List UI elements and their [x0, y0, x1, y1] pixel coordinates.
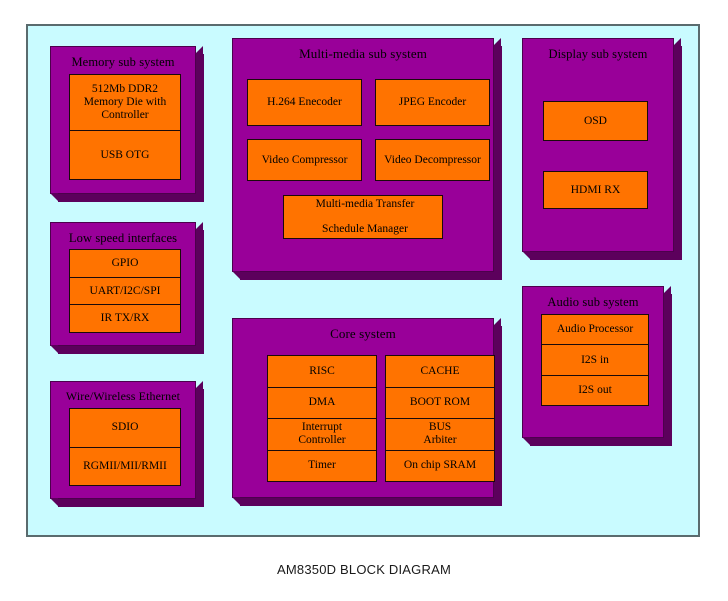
- block-gpio: GPIO: [70, 250, 180, 278]
- low-speed-block-stack: GPIO UART/I2C/SPI IR TX/RX: [69, 249, 181, 333]
- block-bus-arbiter: BUS Arbiter: [386, 419, 494, 451]
- subsystem-low-speed-title: Low speed interfaces: [68, 231, 178, 245]
- subsystem-display-title: Display sub system: [548, 47, 648, 61]
- subsystem-core: Core system RISC DMA Interrupt Controlle…: [232, 318, 501, 505]
- block-line: Arbiter: [423, 434, 457, 447]
- block-line: 512Mb DDR2: [91, 83, 159, 96]
- block-512mb-ddr2: 512Mb DDR2 Memory Die with Controller: [70, 75, 180, 132]
- subsystem-wire-wireless-ethernet: Wire/Wireless Ethernet SDIO RGMII/MII/RM…: [50, 381, 203, 506]
- block-multimedia-transfer-schedule-manager: Multi-media Transfer Schedule Manager: [283, 195, 443, 239]
- block-sdio: SDIO: [70, 409, 180, 448]
- audio-block-stack: Audio Processor I2S in I2S out: [541, 314, 649, 406]
- block-video-decompressor: Video Decompressor: [375, 139, 490, 181]
- subsystem-multimedia: Multi-media sub system H.264 Enecoder JP…: [232, 38, 501, 279]
- block-timer: Timer: [308, 459, 336, 472]
- block-jpeg-encoder: JPEG Encoder: [375, 79, 490, 126]
- block-line: JPEG Encoder: [398, 96, 467, 109]
- core-column-left: RISC DMA Interrupt Controller Timer: [267, 355, 377, 482]
- block-i2s-in: I2S in: [542, 345, 648, 376]
- block-on-chip-sram: On chip SRAM: [403, 459, 477, 472]
- block-line: Video Compressor: [261, 153, 348, 166]
- subsystem-multimedia-title: Multi-media sub system: [299, 46, 427, 61]
- block-i2s-out: I2S out: [578, 383, 612, 396]
- subsystem-audio-title: Audio sub system: [547, 295, 639, 309]
- diagram-caption: AM8350D BLOCK DIAGRAM: [277, 562, 451, 577]
- block-osd: OSD: [543, 101, 648, 141]
- block-rgmii-mii-rmii: RGMII/MII/RMII: [83, 459, 167, 472]
- subsystem-low-speed-interfaces: Low speed interfaces GPIO UART/I2C/SPI I…: [50, 222, 203, 353]
- block-line: Schedule Manager: [322, 223, 408, 236]
- block-cache: CACHE: [386, 356, 494, 388]
- block-video-compressor: Video Compressor: [247, 139, 362, 181]
- subsystem-display: Display sub system OSD HDMI RX: [522, 38, 681, 259]
- subsystem-ethernet-title: Wire/Wireless Ethernet: [65, 389, 181, 403]
- block-uart-i2c-spi: UART/I2C/SPI: [70, 278, 180, 306]
- ethernet-block-stack: SDIO RGMII/MII/RMII: [69, 408, 181, 486]
- block-line: Multi-media Transfer: [315, 197, 415, 210]
- block-interrupt-controller: Interrupt Controller: [268, 419, 376, 451]
- block-line: HDMI RX: [570, 183, 621, 196]
- block-risc: RISC: [268, 356, 376, 388]
- subsystem-memory-title: Memory sub system: [71, 55, 175, 69]
- block-dma: DMA: [268, 388, 376, 419]
- subsystem-audio: Audio sub system Audio Processor I2S in …: [522, 286, 671, 445]
- subsystem-core-title: Core system: [330, 326, 396, 341]
- subsystem-memory: Memory sub system 512Mb DDR2 Memory Die …: [50, 46, 203, 201]
- block-line: OSD: [583, 114, 607, 127]
- block-hdmi-rx: HDMI RX: [543, 171, 648, 209]
- block-line: Interrupt: [301, 421, 343, 434]
- block-ir-tx-rx: IR TX/RX: [100, 312, 150, 325]
- block-line: Memory Die with: [83, 96, 167, 109]
- block-boot-rom: BOOT ROM: [386, 388, 494, 419]
- block-line: BUS: [428, 421, 452, 434]
- block-line: H.264 Enecoder: [267, 96, 342, 109]
- core-column-right: CACHE BOOT ROM BUS Arbiter On chip SRAM: [385, 355, 495, 482]
- block-audio-processor: Audio Processor: [542, 315, 648, 346]
- block-line: Controller: [101, 108, 149, 121]
- memory-block-stack: 512Mb DDR2 Memory Die with Controller US…: [69, 74, 181, 180]
- diagram-canvas: Memory sub system 512Mb DDR2 Memory Die …: [26, 24, 700, 537]
- block-h264-encoder: H.264 Enecoder: [247, 79, 362, 126]
- block-usb-otg: USB OTG: [100, 148, 150, 161]
- block-line: Controller: [298, 434, 346, 447]
- block-line: Video Decompressor: [384, 153, 481, 166]
